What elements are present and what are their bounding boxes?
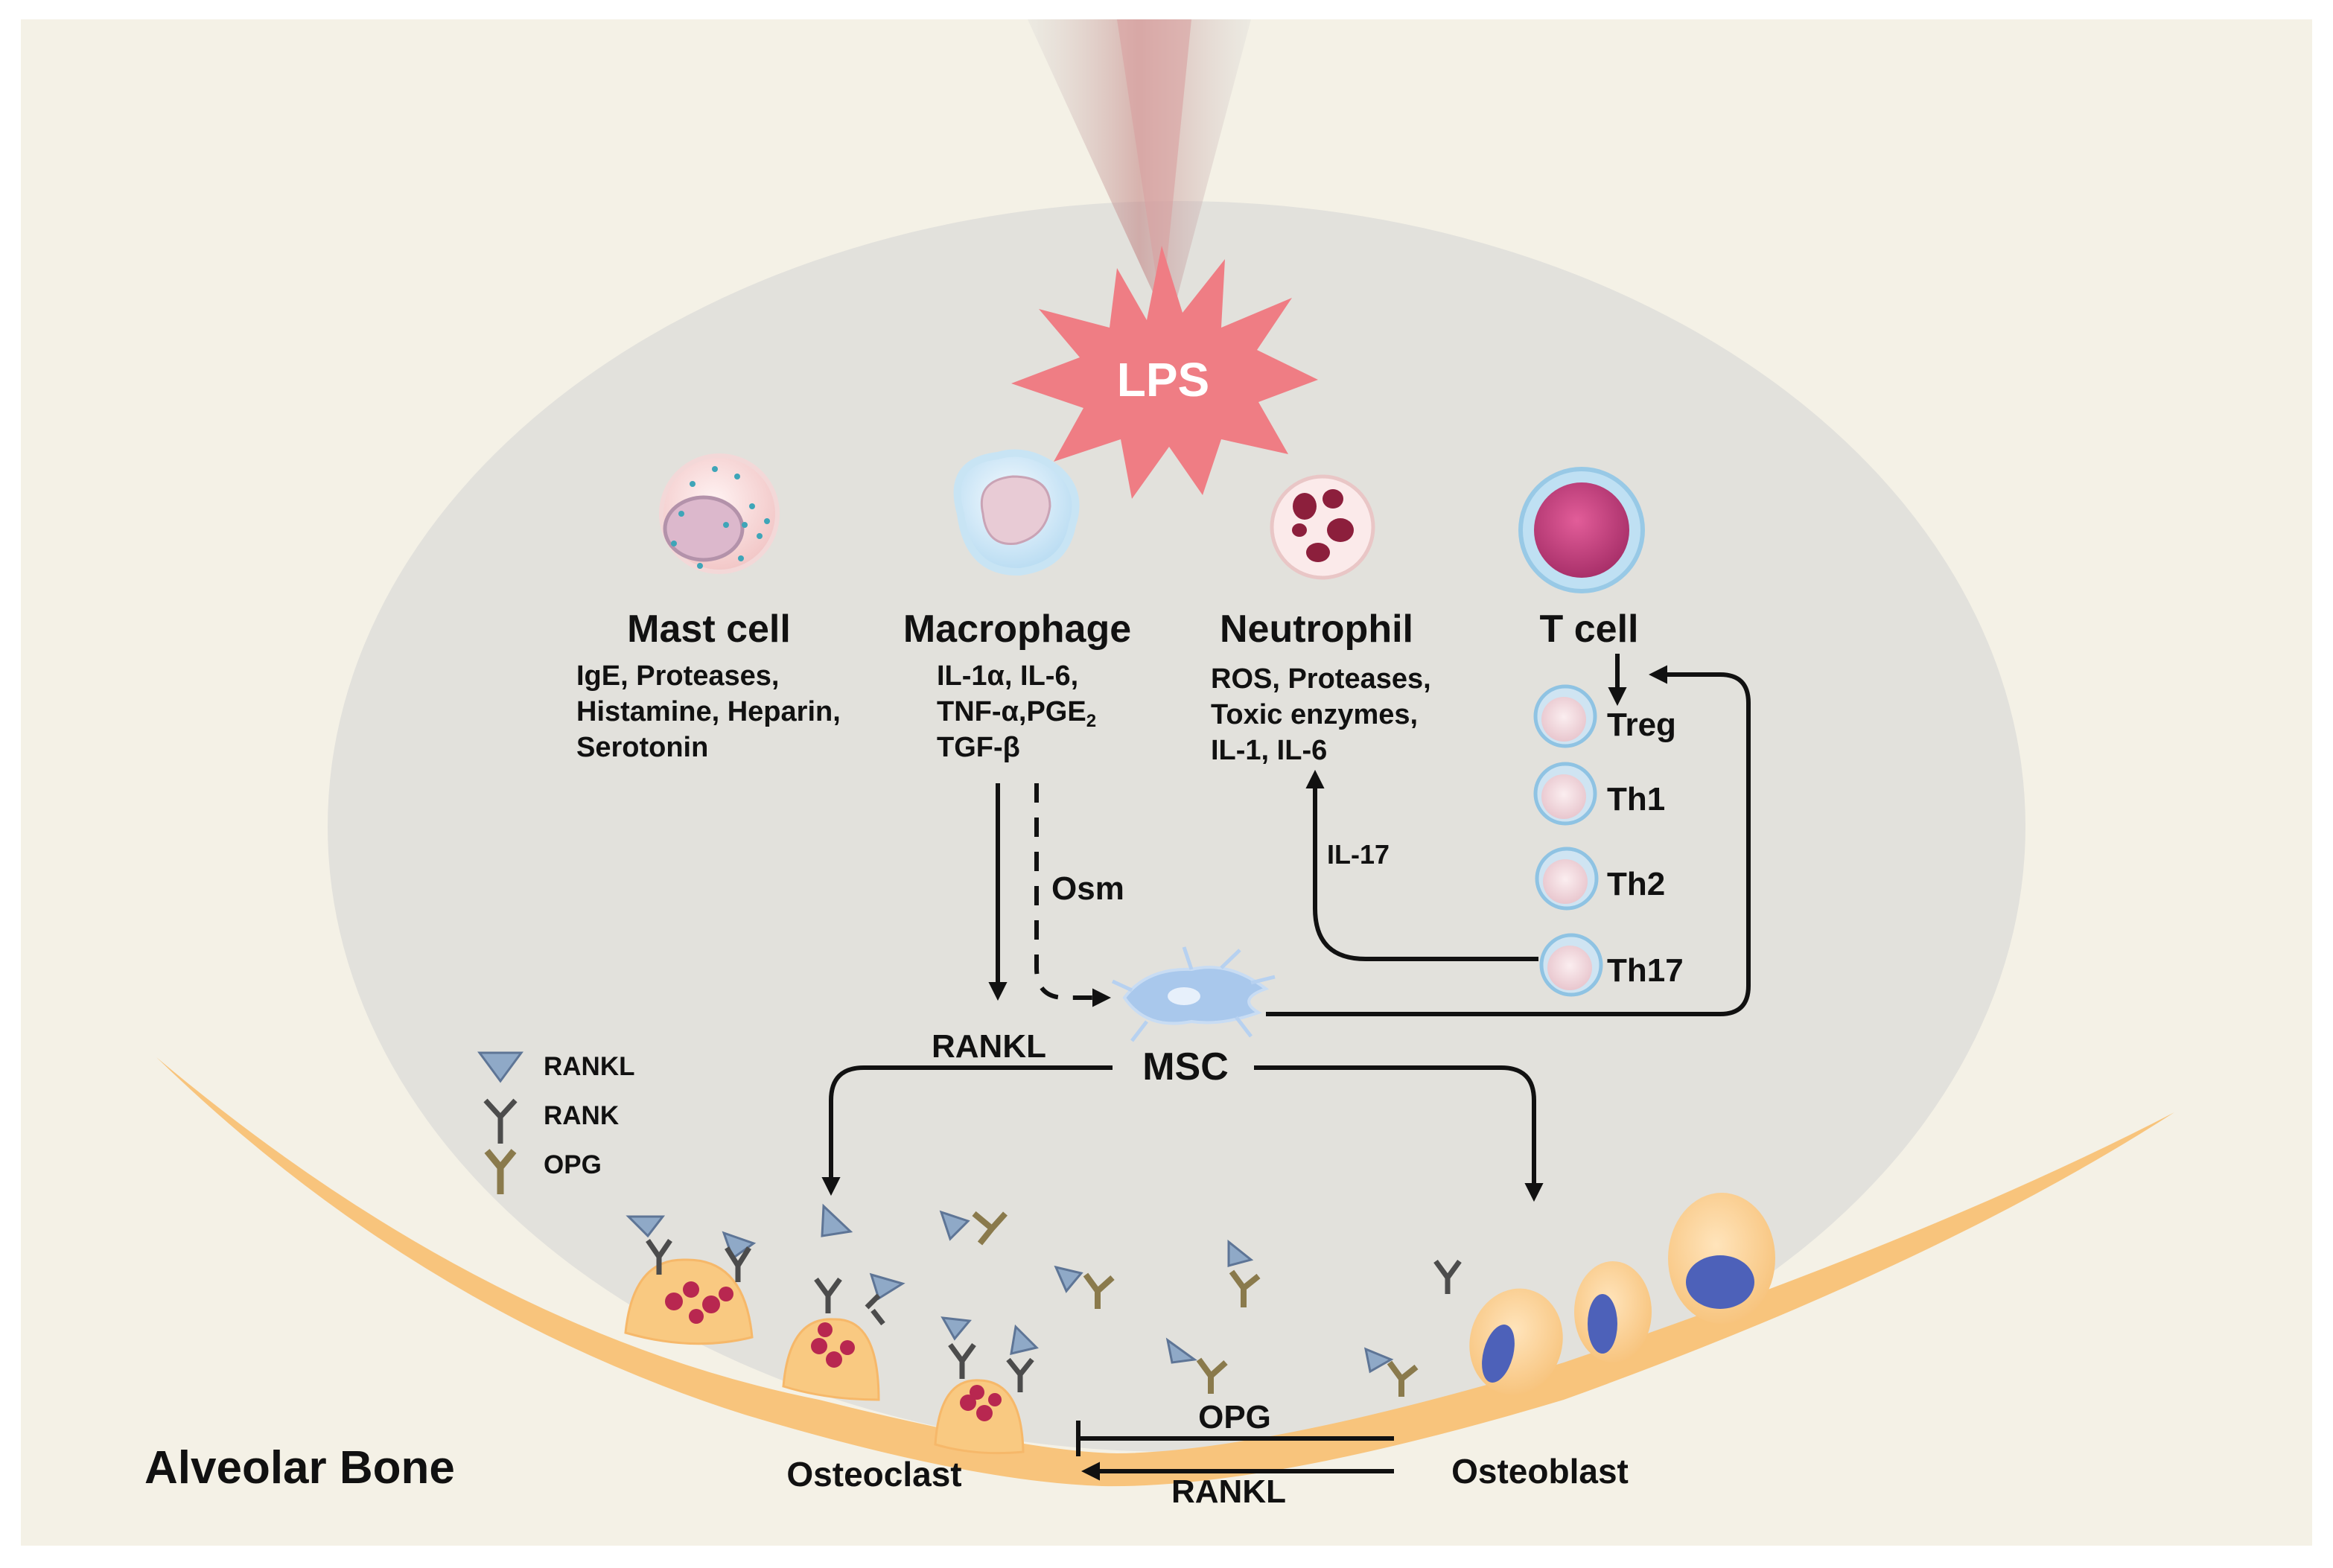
pge-subscript: 2 — [1086, 711, 1096, 731]
legend-rankl-label: RANKL — [544, 1052, 634, 1081]
mast-cell-label: Mast cell — [627, 608, 791, 651]
msc-label: MSC — [1142, 1045, 1229, 1089]
rankl-top-label: RANKL — [932, 1028, 1046, 1065]
alveolar-bone-label: Alveolar Bone — [144, 1442, 455, 1494]
probe-core — [1117, 19, 1191, 313]
th2-label: Th2 — [1607, 866, 1665, 902]
neutrophil-mediator-line: ROS, Proteases, — [1211, 663, 1431, 695]
mast-mediator-line: Histamine, Heparin, — [576, 696, 841, 727]
neutrophil-mediator-line: IL-1, IL-6 — [1211, 735, 1327, 766]
osteoclast-cells — [624, 1258, 1025, 1455]
mast-cell-icon — [659, 453, 780, 574]
opg-bottom-label: OPG — [1198, 1399, 1271, 1435]
triangle-icon — [477, 1051, 523, 1083]
macrophage-mediator-line: IL-1α, IL-6, — [937, 660, 1078, 692]
osteoclast-label: Osteoclast — [786, 1455, 961, 1494]
y-decoy-icon — [484, 1149, 517, 1194]
msc-to-osteoblast-arrow — [1254, 1065, 1544, 1202]
th17-label: Th17 — [1607, 952, 1684, 989]
osteoblast-label: Osteoblast — [1451, 1452, 1629, 1491]
osteoblast-cells — [1469, 1193, 1775, 1395]
osm-label: Osm — [1051, 870, 1124, 907]
legend-rank-label: RANK — [544, 1101, 619, 1130]
osm-dashed-arrow — [1034, 783, 1112, 1007]
t-cell-icon — [1518, 467, 1645, 593]
mast-mediator-line: IgE, Proteases, — [576, 660, 779, 692]
msc-to-treg-arrow — [1266, 665, 1751, 1016]
lps-label: LPS — [1117, 353, 1209, 407]
pge-text: TNF-α,PGE — [937, 696, 1086, 727]
macrophage-icon — [953, 449, 1080, 576]
probe-beam — [1028, 19, 1251, 328]
legend — [477, 1051, 523, 1194]
molecule-markers — [626, 1203, 1462, 1397]
y-receptor-icon — [483, 1098, 518, 1144]
alveolar-bone-curve — [156, 1057, 2174, 1487]
macrophage-mediator-line: TGF-β — [937, 732, 1020, 763]
neutrophil-label: Neutrophil — [1220, 608, 1413, 651]
lps-burst-icon — [1011, 246, 1318, 499]
msc-icon — [1111, 946, 1276, 1042]
legend-opg-label: OPG — [544, 1150, 602, 1179]
neutrophil-mediator-line: Toxic enzymes, — [1211, 699, 1418, 730]
il17-label: IL-17 — [1327, 839, 1390, 870]
macrophage-mediator-line: TNF-α,PGE2 — [937, 696, 1096, 731]
th1-label: Th1 — [1607, 781, 1665, 818]
neutrophil-icon — [1270, 474, 1375, 580]
msc-to-osteoclast-arrow — [821, 1065, 1113, 1196]
mast-mediator-line: Serotonin — [576, 732, 708, 763]
il17-arrow — [1305, 769, 1538, 961]
t-subset-cell-icon — [1533, 684, 1603, 997]
t-cell-label: T cell — [1540, 608, 1639, 651]
treg-label: Treg — [1607, 707, 1676, 743]
rankl-bottom-label: RANKL — [1171, 1473, 1286, 1510]
macrophage-label: Macrophage — [903, 608, 1131, 651]
